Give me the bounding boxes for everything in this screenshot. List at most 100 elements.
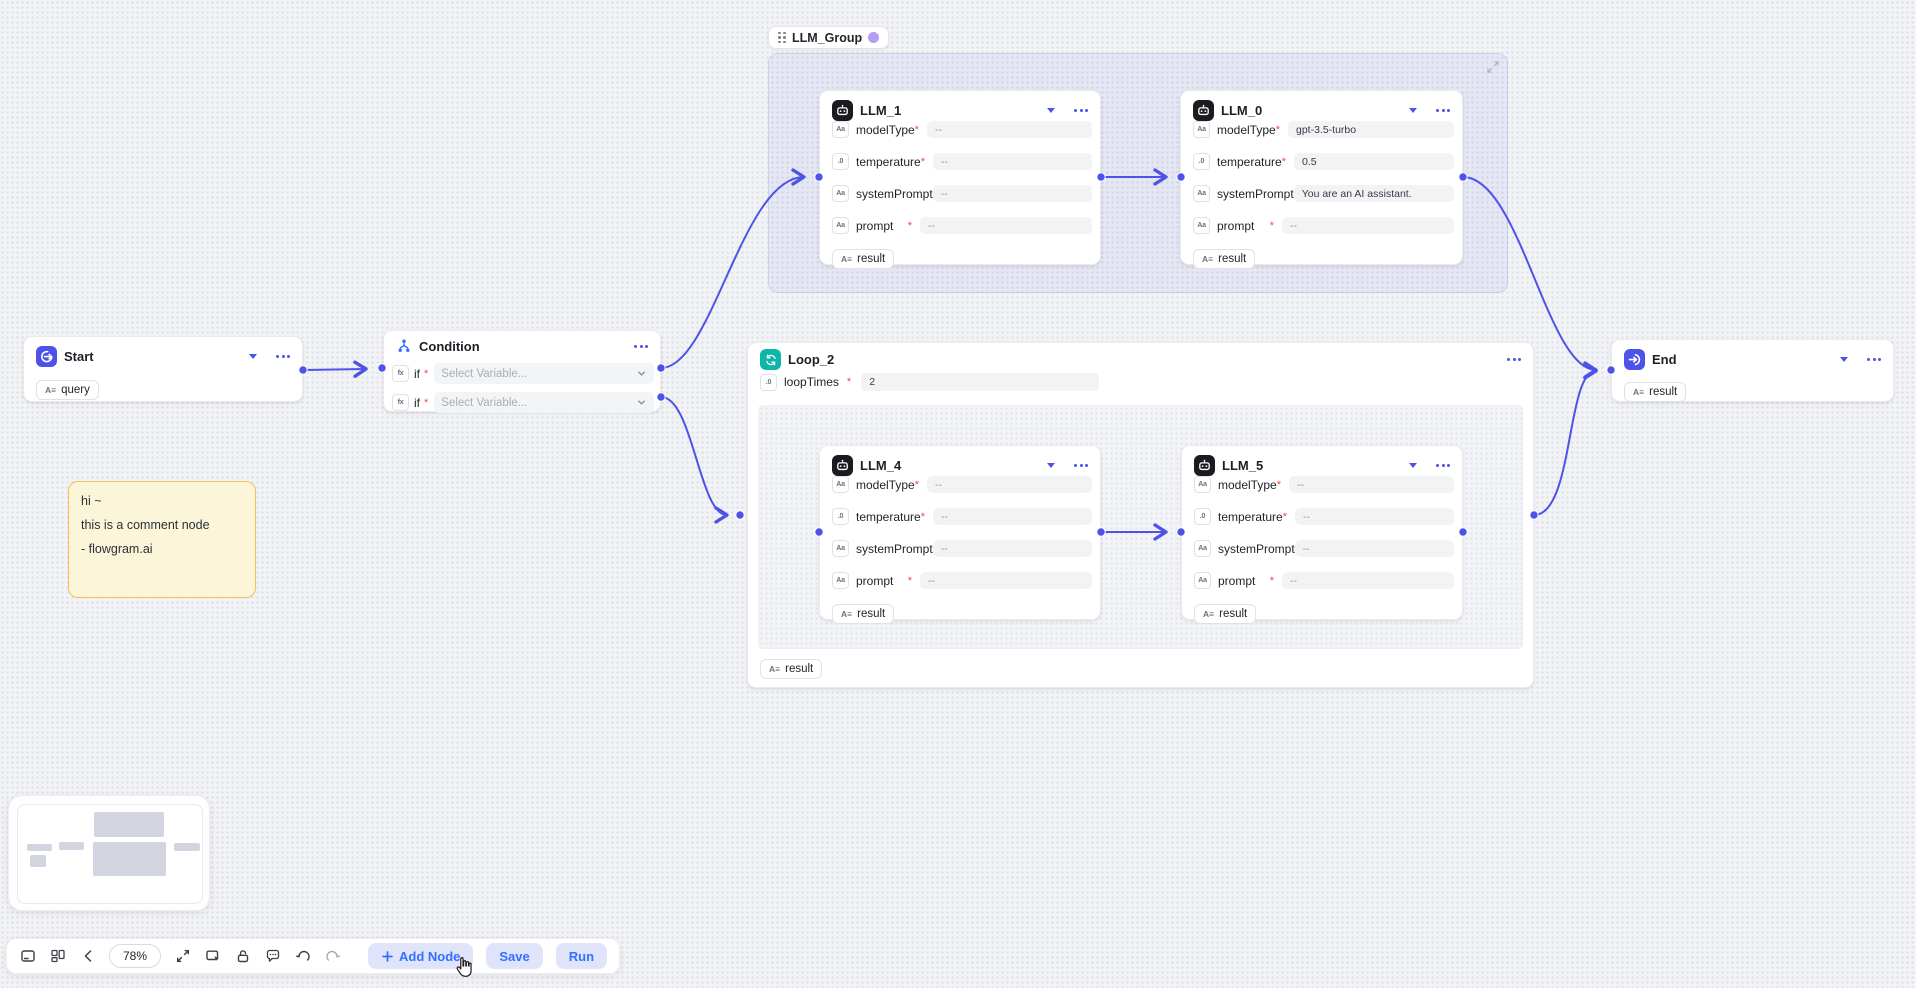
required-marker: * [1276, 478, 1281, 491]
drag-handle-icon[interactable] [778, 31, 786, 44]
node-end[interactable]: End A≡ result [1611, 339, 1894, 402]
field-input[interactable]: -- [1288, 476, 1454, 493]
tag-label: result [857, 608, 886, 620]
node-title: LLM_5 [1222, 458, 1264, 473]
collapse-caret-icon[interactable] [1840, 357, 1848, 362]
minimap-viewport[interactable] [17, 804, 203, 904]
collapse-caret-icon[interactable] [1047, 463, 1055, 468]
result-tag[interactable]: A≡result [1193, 249, 1256, 269]
field-input[interactable]: -- [932, 540, 1092, 557]
field-input[interactable]: You are an AI assistant. [1293, 185, 1454, 202]
redo-icon[interactable] [324, 948, 341, 965]
edge-start-condition [303, 360, 368, 378]
comment-line: - flowgram.ai [81, 542, 153, 556]
string-type-icon: Aa [832, 540, 849, 557]
more-menu-icon[interactable] [276, 355, 290, 358]
more-menu-icon[interactable] [1436, 109, 1450, 112]
variable-select[interactable]: Select Variable... [434, 392, 654, 413]
field-input[interactable]: -- [926, 121, 1092, 138]
required-marker: * [424, 396, 429, 409]
expression-type-icon: fx [392, 394, 409, 411]
lock-icon[interactable] [234, 948, 251, 965]
collapse-caret-icon[interactable] [249, 354, 257, 359]
node-title: Condition [419, 338, 480, 354]
field-input[interactable]: -- [1294, 508, 1454, 525]
group-color-dot[interactable] [868, 32, 880, 43]
layout-icon[interactable] [49, 948, 66, 965]
required-marker: * [914, 123, 919, 136]
field-input[interactable]: -- [932, 153, 1092, 170]
field-input[interactable]: 0.5 [1293, 153, 1454, 170]
undo-icon[interactable] [294, 948, 311, 965]
loop-result-tag[interactable]: A≡ result [760, 659, 823, 679]
result-tag[interactable]: A≡result [832, 249, 895, 269]
more-menu-icon[interactable] [1867, 358, 1881, 361]
select-mode-icon[interactable] [204, 948, 221, 965]
tag-label: result [857, 253, 886, 265]
add-node-button[interactable]: Add Node [368, 943, 474, 969]
condition-row: fx if * Select Variable... [392, 363, 654, 384]
result-tag[interactable]: A≡result [832, 604, 895, 624]
field-input[interactable]: -- [926, 476, 1092, 493]
field-input[interactable]: -- [932, 508, 1092, 525]
field-input[interactable]: gpt-3.5-turbo [1287, 121, 1454, 138]
field-input[interactable]: -- [1282, 572, 1454, 589]
node-title: Loop_2 [788, 352, 835, 367]
string-type-icon: A≡ [45, 385, 57, 395]
minimap[interactable] [8, 795, 210, 911]
group-collapse-icon[interactable] [1486, 60, 1500, 79]
more-menu-icon[interactable] [1074, 109, 1088, 112]
required-marker: * [424, 367, 429, 380]
required-marker: * [1269, 219, 1274, 232]
variable-select[interactable]: Select Variable... [434, 363, 654, 384]
llm-robot-icon [1194, 455, 1215, 476]
zoom-level-input[interactable] [109, 944, 161, 968]
collapse-panel-icon[interactable] [79, 948, 96, 965]
string-type-icon: Aa [1193, 121, 1210, 138]
output-variable-tag[interactable]: A≡ query [36, 380, 99, 400]
number-type-icon: .0 [832, 153, 849, 170]
field-input[interactable]: -- [920, 217, 1092, 234]
input-variable-tag[interactable]: A≡ result [1624, 382, 1687, 402]
comment-node[interactable]: hi ~ this is a comment node - flowgram.a… [68, 481, 256, 598]
required-marker: * [1269, 574, 1274, 587]
run-button[interactable]: Run [555, 943, 608, 969]
field-input[interactable]: -- [932, 185, 1092, 202]
field-input[interactable]: -- [920, 572, 1092, 589]
minimap-node-comment [30, 855, 46, 867]
node-condition[interactable]: Condition fx if * Select Variable... fx … [383, 330, 661, 413]
field-input[interactable]: -- [1282, 217, 1454, 234]
number-type-icon: .0 [1194, 508, 1211, 525]
expression-type-icon: fx [392, 365, 409, 382]
field-input[interactable]: -- [1294, 540, 1454, 557]
more-menu-icon[interactable] [1074, 464, 1088, 467]
more-menu-icon[interactable] [634, 344, 648, 348]
chevron-down-icon [638, 400, 645, 405]
tag-label: result [1218, 253, 1247, 265]
bottom-toolbar: Add Node Save Run [6, 938, 621, 974]
string-type-icon: A≡ [1203, 609, 1215, 619]
port[interactable] [735, 510, 745, 520]
required-marker: * [1275, 123, 1280, 136]
minimap-toggle-icon[interactable] [19, 948, 36, 965]
string-type-icon: Aa [1193, 217, 1210, 234]
llm-robot-icon [832, 455, 853, 476]
fit-view-icon[interactable] [174, 948, 191, 965]
collapse-caret-icon[interactable] [1409, 108, 1417, 113]
result-tag[interactable]: A≡result [1194, 604, 1257, 624]
collapse-caret-icon[interactable] [1047, 108, 1055, 113]
loop-times-value[interactable]: 2 [861, 373, 1100, 391]
group-header-chip[interactable]: LLM_Group [768, 26, 890, 49]
comment-tool-icon[interactable] [264, 948, 281, 965]
string-type-icon: Aa [1194, 540, 1211, 557]
node-start[interactable]: Start A≡ query [23, 336, 303, 402]
save-button[interactable]: Save [486, 943, 543, 969]
more-menu-icon[interactable] [1436, 464, 1450, 467]
collapse-caret-icon[interactable] [1409, 463, 1417, 468]
more-menu-icon[interactable] [1507, 358, 1521, 361]
